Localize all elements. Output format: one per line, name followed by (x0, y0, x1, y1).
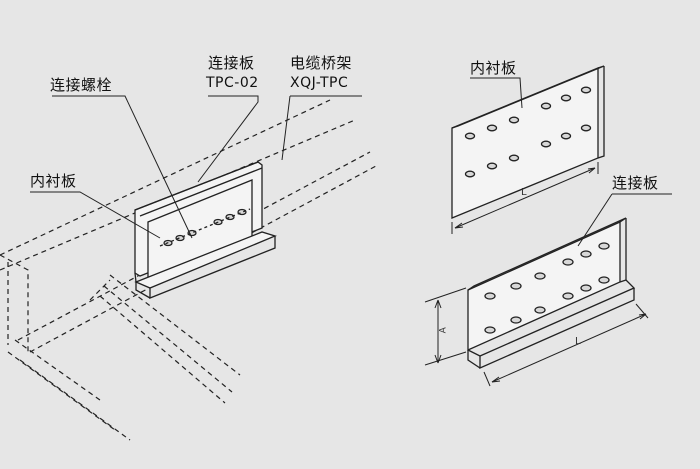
label-cable-tray: 电缆桥架 (290, 54, 353, 72)
label-lining-plate-left: 内衬板 (30, 172, 77, 190)
lining-plate-dimension (451, 77, 599, 234)
label-lining-plate-right: 内衬板 (470, 59, 517, 77)
label-connecting-plate: 连接板 (208, 54, 255, 72)
lining-plate-holes (464, 86, 592, 178)
leader-lines-left (30, 95, 362, 239)
connecting-plate-holes (484, 242, 610, 334)
label-cable-tray-code: XQJ-TPC (290, 75, 349, 91)
connecting-plate-assembly (134, 161, 277, 299)
lining-plate-detail (451, 65, 605, 219)
connecting-plate-dimensions (424, 193, 672, 387)
label-connecting-bolt: 连接螺栓 (50, 76, 113, 94)
dimension-label-length-bottom: L (575, 336, 582, 347)
dimension-label-height: A (438, 326, 449, 334)
label-connecting-plate-code: TPC-02 (206, 75, 259, 91)
dimension-label-length-top: L (521, 187, 528, 198)
label-connecting-plate-right: 连接板 (612, 174, 659, 192)
